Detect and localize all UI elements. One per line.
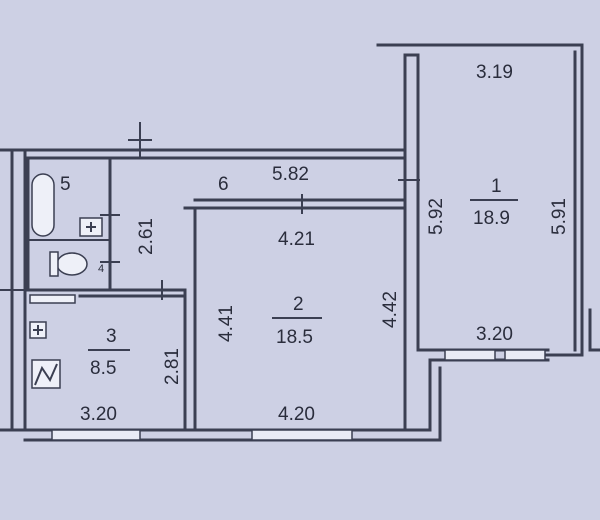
toilet-icon xyxy=(56,252,88,276)
window-room3 xyxy=(51,429,141,441)
toilet-number: 4 xyxy=(98,263,104,275)
room1-area: 18.9 xyxy=(473,208,510,229)
room3-bottom-dim: 3.20 xyxy=(80,404,117,425)
room2-left-dim: 4.41 xyxy=(216,305,237,342)
room2-number: 2 xyxy=(293,294,304,315)
toilet-tank-icon xyxy=(49,251,59,277)
room5-number: 5 xyxy=(60,174,71,195)
room1-outer-wall xyxy=(376,43,584,357)
room6-number: 6 xyxy=(218,174,229,195)
room1-left-dim: 5.92 xyxy=(426,198,447,235)
bath-height-label: 2.61 xyxy=(136,218,157,255)
corridor-width-label: 5.82 xyxy=(272,164,309,185)
room2-top-dim: 4.21 xyxy=(278,229,315,250)
room2-area: 18.5 xyxy=(276,327,313,348)
kitchen-counter-icon xyxy=(29,294,76,304)
room3-number: 3 xyxy=(106,326,117,347)
room3-right-dim: 2.81 xyxy=(162,348,183,385)
window-room1-a xyxy=(444,349,496,361)
window-room2 xyxy=(251,429,353,441)
room1-bottom-dim: 3.20 xyxy=(476,324,513,345)
room2-bottom-dim: 4.20 xyxy=(278,404,315,425)
fixtures xyxy=(29,173,103,389)
windows xyxy=(51,349,546,441)
window-room1-b xyxy=(504,349,546,361)
stove-zigzag-icon xyxy=(34,363,58,386)
labels: 5 6 5.82 2.61 4 3.19 1 18.9 5.92 5.91 3.… xyxy=(60,62,570,425)
room1-top-dim: 3.19 xyxy=(476,62,513,83)
room1-number: 1 xyxy=(491,176,502,197)
bathtub-icon xyxy=(31,173,55,237)
right-stub-wall xyxy=(588,308,600,352)
room3-area: 8.5 xyxy=(90,358,116,379)
room2-right-dim: 4.42 xyxy=(380,291,401,328)
interior-walls xyxy=(0,122,420,432)
room1-right-dim: 5.91 xyxy=(549,198,570,235)
